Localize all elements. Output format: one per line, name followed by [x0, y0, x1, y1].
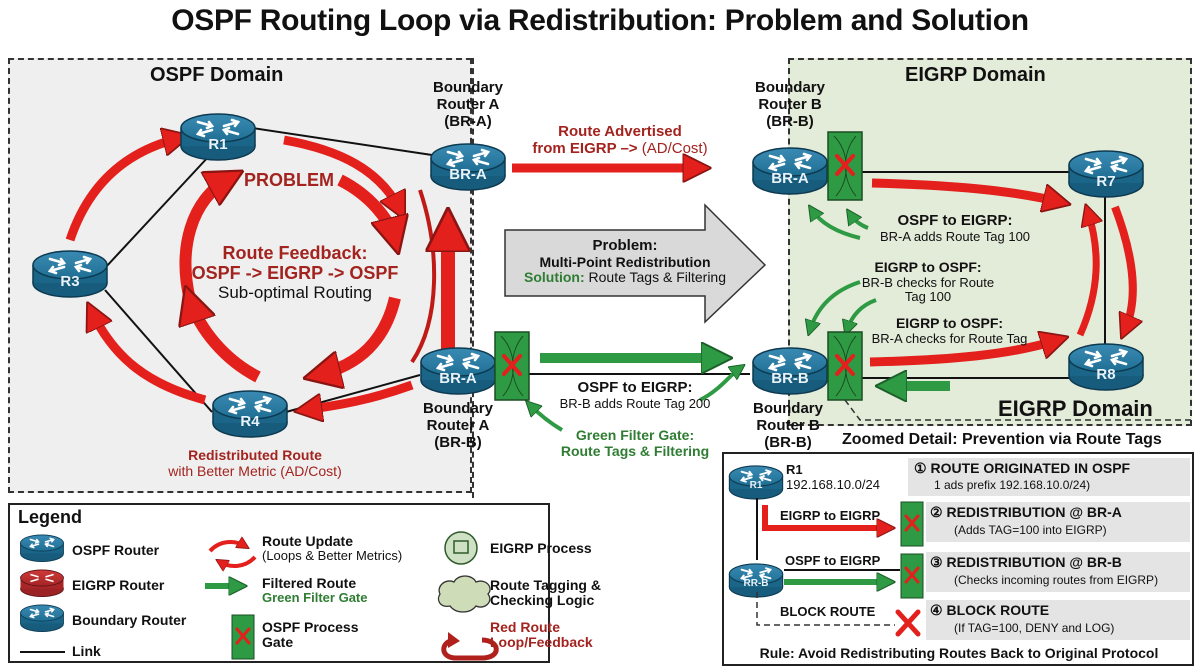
ospf-domain-title: OSPF Domain — [150, 64, 284, 86]
arrow-r1-bra — [283, 135, 400, 210]
r1-label: R1 — [208, 136, 228, 153]
block-x-icon — [895, 609, 921, 637]
arrow-inner-left — [190, 300, 261, 383]
eigrp-note-2: EIGRP to OSPF: BR-B checks for Route Tag… — [861, 259, 995, 305]
arrow-r8-r7 — [1076, 212, 1096, 337]
redistributed-route-block: Redistributed Route with Better Metric (… — [140, 447, 370, 479]
legend-filtered-route: Filtered Route Green Filter Gate — [262, 575, 368, 606]
r7-label: R7 — [1096, 173, 1116, 190]
eigrp-green-arrows — [810, 210, 877, 330]
r8-label: R8 — [1096, 366, 1116, 383]
legend-ospf-router: OSPF Router — [72, 542, 160, 558]
detail-callout-line — [844, 399, 1192, 421]
eigrp-domain-title: EIGRP Domain — [905, 64, 1046, 86]
arrow-gate-to-brb — [699, 368, 740, 402]
ospf-links — [104, 127, 1106, 413]
brb-bottom-label: BR-B — [771, 370, 809, 387]
arrow-brb-r8 — [869, 340, 1058, 367]
redistributed-sub: with Better Metric (AD/Cost) — [168, 462, 342, 479]
detail-step-2: ② REDISTRIBUTION @ BR-A (Adds TAG=100 in… — [926, 502, 1190, 542]
detail-step-1: ① ROUTE ORIGINATED IN OSPF 1 ads prefix … — [908, 458, 1190, 496]
loop-feedback-icon — [441, 637, 499, 661]
detail-step-3: ③ REDISTRIBUTION @ BR-B (Checks incoming… — [926, 552, 1190, 592]
bra-top-label: BR-A — [449, 166, 487, 183]
process-gate-icon — [231, 614, 255, 660]
eigrp-note-3: EIGRP to OSPF: BR-A checks for Route Tag — [871, 315, 1028, 346]
legend-cloud: Route Tagging & Checking Logic — [490, 577, 601, 609]
eigrp-process-icon — [444, 531, 478, 565]
detail-r1-prefix: 192.168.10.0/24 — [786, 477, 880, 492]
detail-gate-3 — [900, 553, 924, 599]
legend-eigrp-router: EIGRP Router — [72, 577, 165, 593]
arrow-inner-right — [337, 174, 395, 240]
detail-arrow1-label: EIGRP to EIGRP — [780, 508, 881, 523]
legend-box — [8, 503, 550, 663]
ospf-zone-right-border — [472, 58, 474, 498]
detail-r1-label: R1 — [749, 480, 763, 491]
arrow-r3-r1 — [65, 138, 180, 242]
boundary-bottom-right-caption: Boundary Router B (BR-B) — [752, 400, 823, 451]
legend-route-update: Route Update (Loops & Better Metrics) — [262, 533, 403, 564]
detail-r1-name: R1 — [786, 462, 803, 477]
arrow-gate-to-gate — [530, 405, 564, 432]
filter-gate-bottom-left — [493, 330, 531, 402]
boundary-top-left-caption: Boundary Router A (BR-A) — [432, 79, 503, 130]
arrow-bra-r7 — [871, 178, 1060, 202]
detail-heading: Zoomed Detail: Prevention via Route Tags — [842, 431, 1162, 448]
legend-process-gate: OSPF Process Gate — [262, 619, 359, 651]
link-r1-bra — [251, 127, 433, 156]
arrow-inner-up — [179, 178, 230, 302]
detail-rrb-label: RR-B — [743, 578, 769, 589]
green-filter-gate-label: Green Filter Gate: Route Tags & Filterin… — [560, 427, 710, 459]
legend-title: Legend — [18, 507, 83, 527]
detail-arrow2-label: OSPF to EIGRP — [785, 553, 881, 568]
arrow-r4-r3 — [92, 312, 207, 405]
link-r3-r4 — [104, 289, 213, 413]
arrow-inner-down — [318, 296, 401, 375]
r4-label: R4 — [240, 413, 260, 430]
route-feedback-block: Route Feedback: OSPF -> EIGRP -> OSPF Su… — [170, 243, 420, 302]
diagram-title: OSPF Routing Loop via Redistribution: Pr… — [171, 4, 1029, 37]
filter-gate-bottom-right — [826, 330, 864, 402]
boundary-bottom-left-caption: Boundary Router A (BR-B) — [422, 400, 493, 451]
eigrp-router-icon — [20, 569, 64, 597]
detail-diagram — [728, 464, 924, 637]
problem-label: PROBLEM — [244, 170, 334, 190]
legend-link: Link — [72, 643, 101, 659]
legend-eigrp-process: EIGRP Process — [490, 540, 592, 556]
detail-gate-2 — [900, 501, 924, 547]
route-update-icon — [208, 542, 257, 566]
problem-solution-text: Problem: Multi-Point Redistribution Solu… — [523, 237, 727, 286]
redistributed-title: Redistributed Route — [188, 447, 322, 463]
legend-loop-feedback: Red Route Loop/Feedback — [490, 619, 593, 651]
problem-solution-arrow — [504, 203, 767, 324]
detail-rule: Rule: Avoid Redistributing Routes Back t… — [759, 645, 1159, 661]
brb-top-label: BR-A — [771, 170, 809, 187]
feedback-sub: Sub-optimal Routing — [217, 283, 373, 303]
r3-label: R3 — [60, 273, 80, 290]
eigrp-red-arrows — [869, 178, 1133, 367]
feedback-path: OSPF -> EIGRP -> OSPF — [191, 263, 399, 284]
detail-step-4: ④ BLOCK ROUTE (If TAG=100, DENY and LOG) — [926, 600, 1190, 640]
arrow-brb-r4 — [305, 380, 414, 410]
cloud-icon — [437, 575, 491, 613]
arrow-r7-r8 — [1111, 205, 1133, 330]
red-loop-arrows — [65, 135, 448, 410]
eigrp-note-1: OSPF to EIGRP: BR-A adds Route Tag 100 — [879, 212, 1031, 244]
bra-bottom-label: BR-A — [439, 370, 477, 387]
filter-gate-top-right — [826, 130, 864, 202]
boundary-top-right-caption: Boundary Router B (BR-B) — [754, 79, 825, 130]
detail-box — [722, 452, 1194, 666]
feedback-title: Route Feedback: — [222, 243, 368, 263]
route-advertised-label: Route Advertised from EIGRP –> (AD/Cost) — [532, 123, 708, 157]
legend-icons — [19, 531, 499, 661]
ospf-to-eigrp-middle: OSPF to EIGRP: BR-B adds Route Tag 200 — [559, 379, 711, 411]
detail-block-label: BLOCK ROUTE — [780, 604, 876, 619]
eigrp-domain-title-bottom: EIGRP Domain — [998, 396, 1153, 421]
legend-boundary-router: Boundary Router — [72, 612, 187, 628]
